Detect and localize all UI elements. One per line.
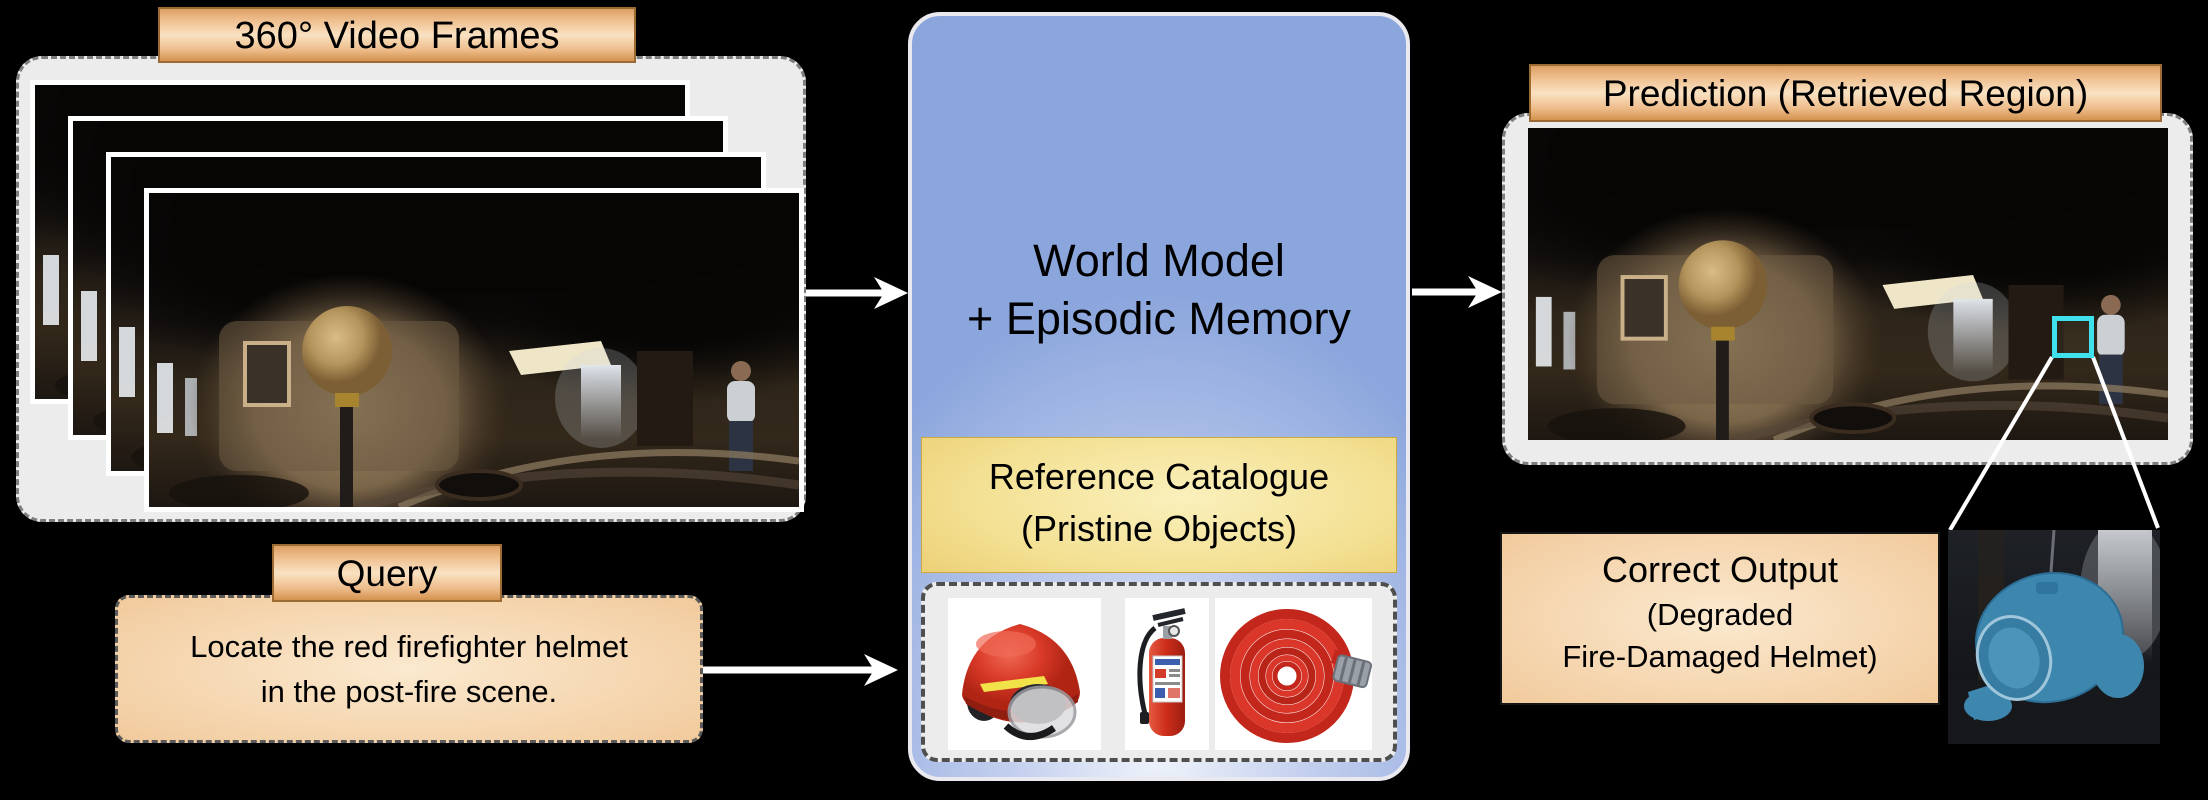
firefighter-helmet-image [948,598,1101,750]
world-model-title-line: + Episodic Memory [967,293,1351,344]
prediction-label: Prediction (Retrieved Region) [1529,64,2162,122]
panorama-image [149,193,799,507]
zoomed-region-image [1948,530,2160,744]
prediction-panorama-image [1528,128,2168,440]
catalogue-item-extinguisher [1125,598,1209,750]
correct-output-box: Correct Output (Degraded Fire-Damaged He… [1500,532,1940,705]
arrow-frames-to-model [806,277,908,309]
arrow-model-to-prediction [1412,276,1502,308]
frames-label: 360° Video Frames [158,7,636,63]
retrieved-region-box [2052,316,2094,358]
prediction-label-text: Prediction (Retrieved Region) [1602,73,2089,114]
fire-hose-image [1215,598,1373,750]
degraded-helmet-mask [1964,571,2144,721]
query-text-line: Locate the red firefighter helmet [190,629,628,664]
correct-output-line: Correct Output [1601,549,1839,590]
video-frame-4 [144,188,804,512]
query-text-line: in the post-fire scene. [260,674,558,709]
correct-output-line: (Degraded [1646,597,1794,632]
reference-catalogue-box [921,582,1397,762]
query-label-text: Query [336,553,438,594]
catalogue-item-helmet [948,598,1101,750]
catalogue-label-line: Reference Catalogue [988,456,1330,497]
correct-output-line: Fire-Damaged Helmet) [1562,639,1878,674]
world-model-box: World Model + Episodic Memory Reference … [908,12,1410,781]
catalogue-label-line: (Pristine Objects) [1020,508,1298,549]
fire-extinguisher-image [1125,598,1209,750]
catalogue-item-hose [1215,598,1373,750]
query-box: Locate the red firefighter helmet in the… [115,595,703,743]
frames-label-text: 360° Video Frames [234,15,560,57]
reference-catalogue-label: Reference Catalogue (Pristine Objects) [921,437,1397,573]
query-label: Query [272,544,502,602]
panorama-image [1528,128,2168,440]
world-model-title-line: World Model [1033,235,1285,286]
world-model-title: World Model + Episodic Memory [912,232,1406,348]
arrow-query-to-model [703,654,898,686]
